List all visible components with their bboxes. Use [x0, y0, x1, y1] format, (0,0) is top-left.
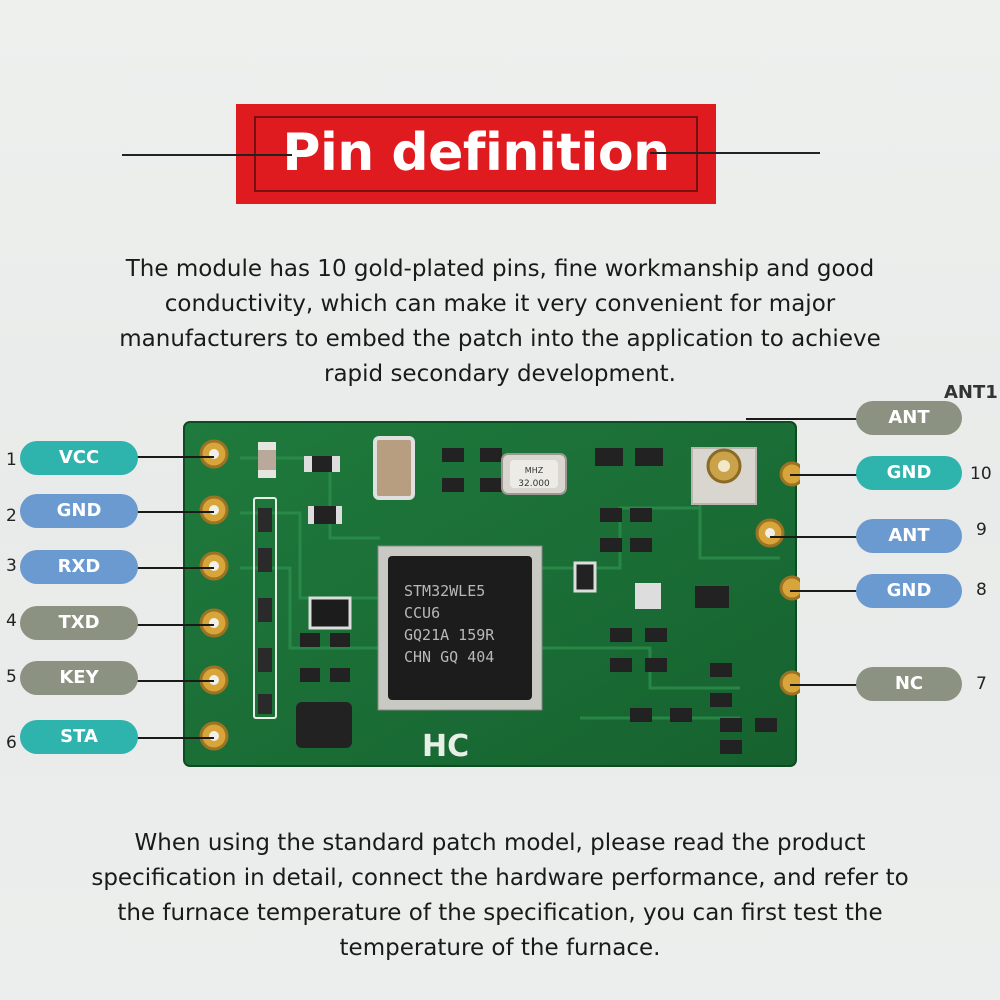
footer-line: the furnace temperature of the specifica…: [117, 900, 883, 926]
lead-line: [130, 737, 214, 739]
intro-line: conductivity, which can make it very con…: [164, 291, 836, 317]
intro-paragraph: The module has 10 gold-plated pins, fine…: [60, 252, 940, 392]
footer-line: When using the standard patch model, ple…: [134, 830, 866, 856]
pin-label-txd: TXD: [20, 606, 138, 640]
lead-line: [746, 418, 860, 420]
title-banner: [236, 104, 716, 204]
lead-line: [790, 474, 860, 476]
pad: [779, 670, 800, 696]
chip-line: CCU6: [404, 604, 440, 622]
board-logo: HC: [422, 729, 469, 764]
pin-label-rxd: RXD: [20, 550, 138, 584]
title-line-right-overlay: [650, 152, 716, 154]
title-line-left-overlay: [236, 154, 292, 156]
title-line-left: [122, 154, 292, 156]
pin-number: 10: [970, 464, 992, 484]
footer-line: specification in detail, connect the har…: [91, 865, 909, 891]
lead-line: [790, 590, 860, 592]
pin-number: 1: [6, 450, 17, 470]
pin-number: 5: [6, 667, 17, 687]
pin-number: 9: [976, 520, 987, 540]
pin-number: 2: [6, 506, 17, 526]
crystal-line: MHZ: [525, 466, 544, 475]
lead-line: [790, 684, 860, 686]
pin-label-nc: NC: [856, 667, 962, 701]
pad: [779, 575, 800, 601]
left-pad-row: [199, 439, 229, 751]
intro-line: rapid secondary development.: [324, 361, 676, 387]
crystal: 32.000 MHZ: [501, 453, 567, 495]
lead-line: [130, 680, 214, 682]
pin-label-gnd: GND: [20, 494, 138, 528]
pin-label-gnd: GND: [856, 574, 962, 608]
pin-number: 6: [6, 733, 17, 753]
pin-number: 8: [976, 580, 987, 600]
pcb-module: 32.000 MHZ STM32WLE5 CCU6 GQ21A 159R CHN…: [183, 421, 800, 767]
intro-line: manufacturers to embed the patch into th…: [119, 326, 881, 352]
lead-line: [130, 456, 214, 458]
chip-line: GQ21A 159R: [404, 626, 495, 644]
antenna-connector: [691, 447, 757, 505]
pin-label-ant1: ANT: [856, 401, 962, 435]
pin-number: 4: [6, 611, 17, 631]
title-line-right: [650, 152, 820, 154]
antenna-label: ANT1: [944, 382, 998, 403]
lead-line: [130, 511, 214, 513]
pin-number: 3: [6, 556, 17, 576]
chip-line: STM32WLE5: [404, 582, 485, 600]
page-title: Pin definition: [282, 123, 670, 183]
chip-line: CHN GQ 404: [404, 648, 494, 666]
footer-paragraph: When using the standard patch model, ple…: [30, 826, 970, 966]
mcu-chip: STM32WLE5 CCU6 GQ21A 159R CHN GQ 404: [377, 545, 543, 711]
right-pad-row: [755, 461, 800, 696]
pin-label-ant: ANT: [856, 519, 962, 553]
intro-line: The module has 10 gold-plated pins, fine…: [125, 256, 875, 282]
pin-label-key: KEY: [20, 661, 138, 695]
pin-label-vcc: VCC: [20, 441, 138, 475]
lead-line: [770, 536, 860, 538]
lead-line: [130, 567, 214, 569]
pin-label-sta: STA: [20, 720, 138, 754]
crystal-line: 32.000: [518, 479, 550, 489]
pin-number: 7: [976, 674, 987, 694]
footer-line: temperature of the furnace.: [339, 935, 661, 961]
lead-line: [130, 624, 214, 626]
pin-label-gnd: GND: [856, 456, 962, 490]
